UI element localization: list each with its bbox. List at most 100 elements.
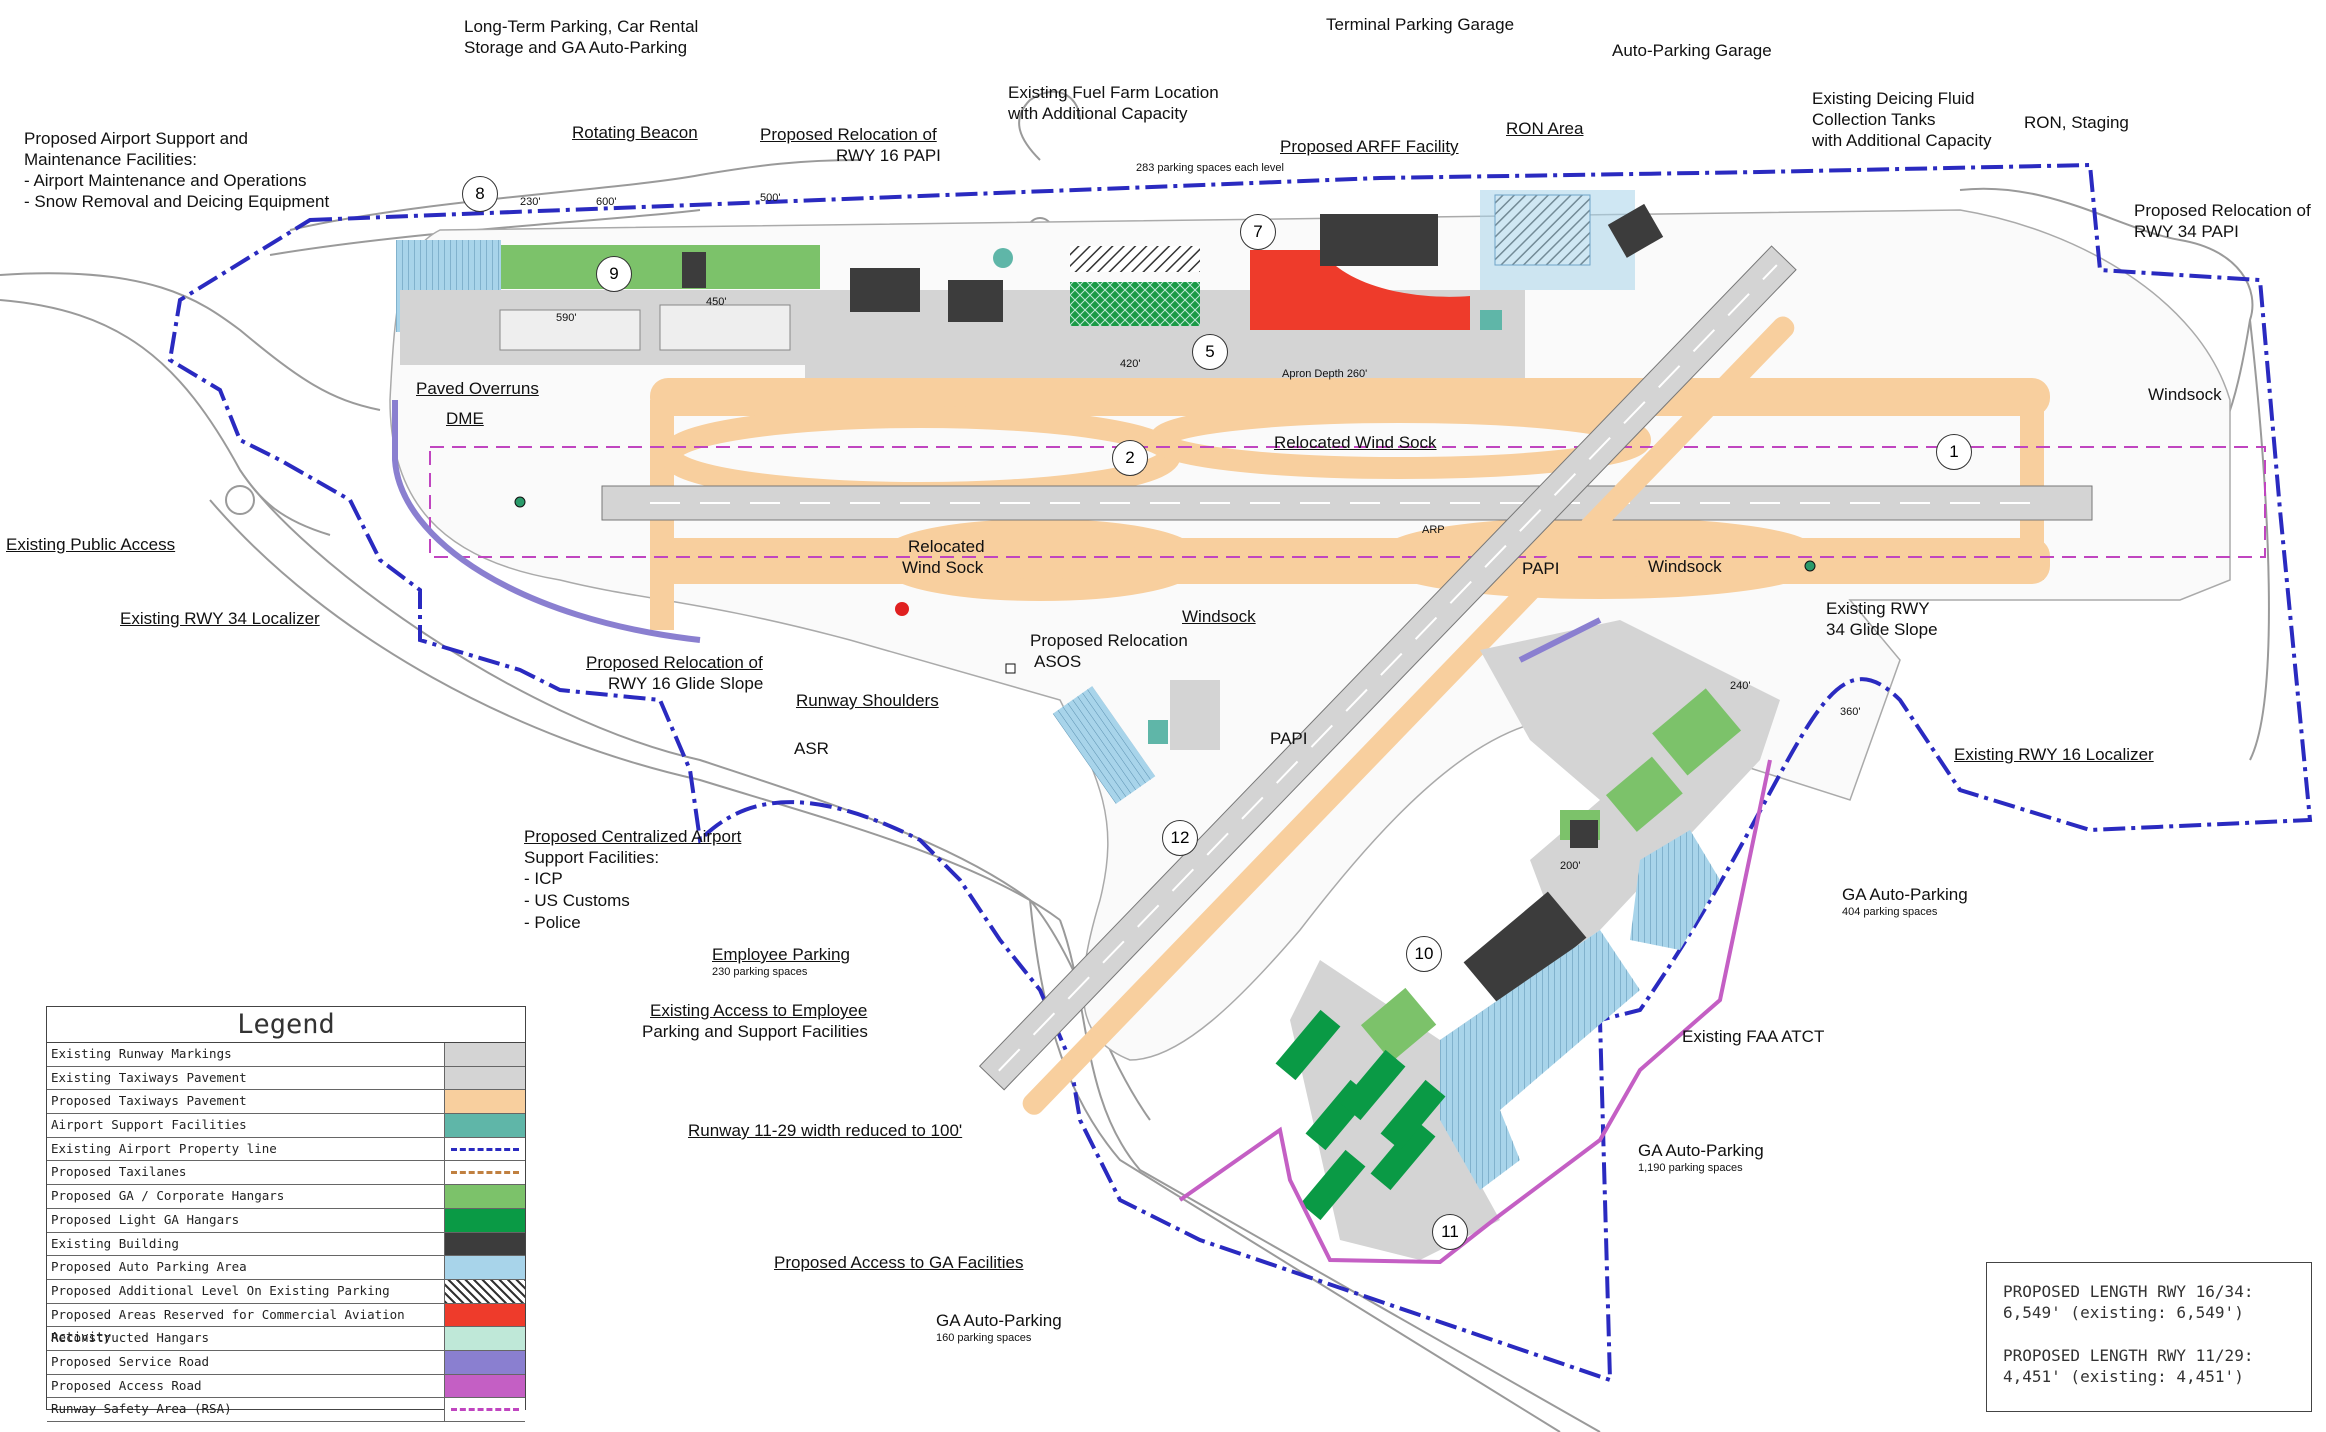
label-long-term-parking: Long-Term Parking, Car Rental — [464, 17, 699, 36]
legend-item-label: Proposed Light GA Hangars — [47, 1208, 445, 1232]
legend-item-label: Reconstructed Hangars — [47, 1327, 445, 1350]
legend-item: Proposed Auto Parking Area — [47, 1256, 525, 1280]
dim-label: 230' — [520, 196, 541, 208]
label-ga-auto-404: GA Auto-Parking — [1842, 885, 1968, 904]
glide-slope-16-marker — [895, 602, 909, 616]
label-rwy1129: Runway 11-29 width reduced to 100' — [688, 1121, 963, 1140]
ga-big-hangar — [1463, 891, 1587, 1009]
legend-swatch — [445, 1374, 525, 1398]
runway-length-box: PROPOSED LENGTH RWY 16/34: 6,549' (exist… — [1986, 1262, 2312, 1412]
legend-item: Proposed Additional Level On Existing Pa… — [47, 1279, 525, 1304]
legend-item-label: Proposed Taxiways Pavement — [47, 1090, 445, 1114]
legend-item: Proposed Access Road — [47, 1374, 525, 1399]
legend-item: Existing Airport Property line — [47, 1137, 525, 1162]
label-auto-garage: Auto-Parking Garage — [1612, 41, 1772, 60]
dim-label: 600' — [596, 196, 617, 208]
area-number-7: 7 — [1240, 214, 1276, 250]
label-asr: ASR — [794, 739, 829, 758]
legend-item: Reconstructed Hangars — [47, 1327, 525, 1351]
label-ga-auto-160: GA Auto-Parking — [936, 1311, 1062, 1330]
label-fuel-farm-2: with Additional Capacity — [1008, 104, 1188, 123]
legend-swatch — [445, 1256, 525, 1279]
label-deicing-2: Collection Tanks — [1812, 110, 1936, 129]
ga-parking-404 — [1630, 830, 1720, 950]
rwy1129-length-title: PROPOSED LENGTH RWY 11/29: — [2003, 1346, 2254, 1365]
legend-item-label: Proposed Service Road — [47, 1350, 445, 1374]
label-central-support: Proposed Centralized Airport — [524, 827, 742, 846]
label-shoulders: Runway Shoulders — [796, 691, 939, 710]
dim-label: 240' — [1730, 680, 1751, 692]
label-public-access: Existing Public Access — [6, 535, 176, 554]
dim-label: 360' — [1840, 706, 1861, 718]
legend-swatch — [445, 1327, 525, 1350]
legend-swatch — [445, 1090, 525, 1114]
area-number-10: 10 — [1406, 936, 1442, 972]
reconstructed-hangars — [1070, 282, 1200, 326]
legend-swatch — [445, 1137, 525, 1161]
faa-atct-building — [1570, 820, 1598, 848]
label-ron-area: RON Area — [1506, 119, 1584, 138]
label-deicing: Existing Deicing Fluid — [1812, 89, 1975, 108]
label-papi34: Proposed Relocation of — [2134, 201, 2311, 220]
label-asos-2: ASOS — [1034, 652, 1082, 671]
legend-item: Proposed Light GA Hangars — [47, 1208, 525, 1233]
label-apron-depth: Apron Depth 260' — [1282, 368, 1368, 380]
legend-swatch — [445, 1161, 525, 1185]
label-arp: ARP — [1422, 524, 1445, 536]
label-ga-auto-1190-sub: 1,190 parking spaces — [1638, 1162, 1743, 1174]
label-rotating-beacon: Rotating Beacon — [572, 123, 698, 142]
area-number-5: 5 — [1192, 334, 1228, 370]
dim-label: 420' — [1120, 358, 1141, 370]
terminal-garage — [1320, 214, 1438, 266]
label-glide34-2: 34 Glide Slope — [1826, 620, 1938, 639]
legend-item: Runway Safety Area (RSA) — [47, 1398, 525, 1422]
parking-garage-hatch — [1070, 246, 1200, 272]
legend-item-label: Proposed Taxilanes — [47, 1161, 445, 1185]
label-papi: PAPI — [1522, 559, 1560, 578]
runway-11-29 — [978, 245, 1797, 1115]
legend-item-label: Proposed Additional Level On Existing Pa… — [47, 1279, 445, 1303]
legend-swatch — [445, 1303, 525, 1327]
rwy1129-length-value: 4,451' (existing: 4,451') — [2003, 1367, 2244, 1386]
legend-item: Existing Taxiways Pavement — [47, 1066, 525, 1091]
label-glide34: Existing RWY — [1826, 599, 1930, 618]
label-fuel-farm: Existing Fuel Farm Location — [1008, 83, 1219, 102]
label-windsock-east: Windsock — [2148, 385, 2222, 404]
label-faa-atct: Existing FAA ATCT — [1682, 1027, 1825, 1046]
legend-swatch — [445, 1350, 525, 1374]
label-papi16-2: RWY 16 PAPI — [836, 146, 941, 165]
legend-swatch — [445, 1114, 525, 1137]
label-employee-parking-sub: 230 parking spaces — [712, 966, 808, 978]
label-paved-overruns: Paved Overruns — [416, 379, 539, 398]
label-deicing-3: with Additional Capacity — [1812, 131, 1992, 150]
legend-item-label: Proposed Access Road — [47, 1374, 445, 1398]
legend-item-label: Existing Airport Property line — [47, 1137, 445, 1161]
legend-item-label: Existing Building — [47, 1232, 445, 1256]
legend-item-label: Proposed Auto Parking Area — [47, 1256, 445, 1279]
label-central-support-5: - Police — [524, 913, 581, 932]
label-central-support-2: Support Facilities: — [524, 848, 660, 867]
dim-label: 200' — [1560, 860, 1581, 872]
label-long-term-parking-2: Storage and GA Auto-Parking — [464, 38, 688, 57]
legend-swatch — [445, 1043, 525, 1066]
ga-hangar-se-1 — [1652, 688, 1742, 776]
taxiway-parallel — [650, 378, 2050, 630]
legend-item: Proposed Taxiways Pavement — [47, 1090, 525, 1115]
label-ron-staging: RON, Staging — [2024, 113, 2129, 132]
area-number-9: 9 — [596, 256, 632, 292]
label-support-maint-4: - Snow Removal and Deicing Equipment — [24, 192, 330, 211]
label-windsock-mid: Windsock — [1648, 557, 1722, 576]
label-support-maint-3: - Airport Maintenance and Operations — [24, 171, 307, 190]
legend-item-label: Existing Taxiways Pavement — [47, 1066, 445, 1090]
label-support-maint: Proposed Airport Support and — [24, 129, 248, 148]
legend-item-label: Proposed Areas Reserved for Commercial A… — [47, 1303, 445, 1344]
ga-parking-1190 — [1440, 930, 1640, 1190]
label-central-support-4: - US Customs — [524, 891, 630, 910]
label-rwy16-localizer: Existing RWY 16 Localizer — [1954, 745, 2154, 764]
legend-swatch — [445, 1208, 525, 1232]
legend-swatch — [445, 1185, 525, 1208]
label-ga-auto-1190: GA Auto-Parking — [1638, 1141, 1764, 1160]
label-windsock-s: Windsock — [1182, 607, 1256, 626]
proposed-access-road — [1178, 759, 1772, 1265]
label-ga-auto-404-sub: 404 parking spaces — [1842, 906, 1938, 918]
